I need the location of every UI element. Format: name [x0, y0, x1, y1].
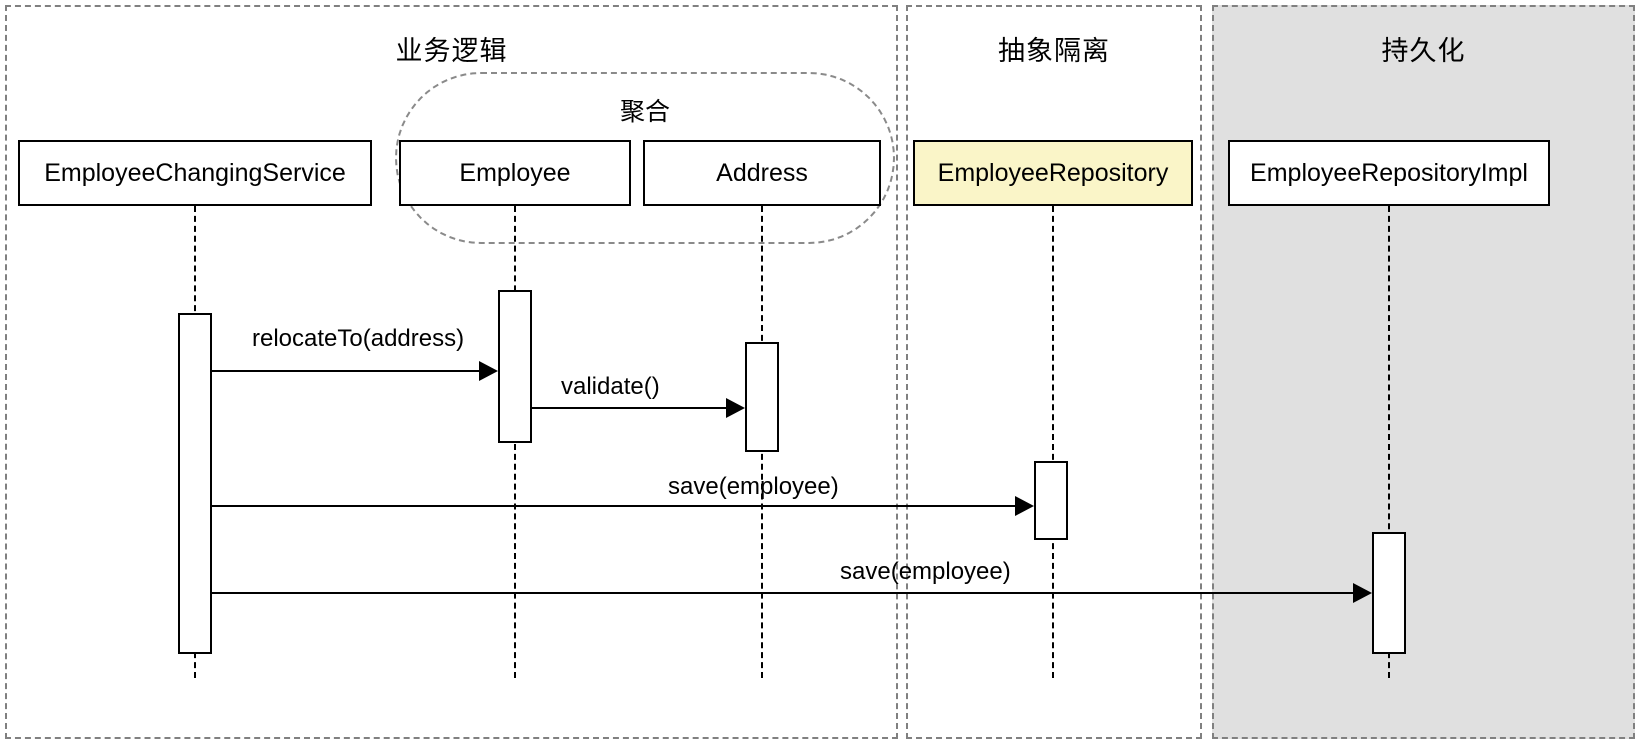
msg-relocate-to-line	[212, 370, 482, 372]
activation-service	[178, 313, 212, 654]
activation-employee	[498, 290, 532, 443]
activation-repository	[1034, 461, 1068, 540]
msg-save-repo-line	[212, 505, 1018, 507]
partition-persistence: 持久化	[1212, 5, 1635, 739]
msg-relocate-to-arrowhead	[479, 361, 498, 381]
lifeline-name-employee-repository: EmployeeRepository	[937, 158, 1169, 187]
lifeline-head-address[interactable]: Address	[643, 140, 881, 206]
lifeline-name-address: Address	[716, 158, 808, 187]
lifeline-name-employee-repository-impl: EmployeeRepositoryImpl	[1250, 158, 1528, 187]
lifeline-head-employee-repository-impl[interactable]: EmployeeRepositoryImpl	[1228, 140, 1550, 206]
msg-save-impl-label: save(employee)	[840, 558, 1011, 585]
aggregate-label: 聚合	[619, 98, 670, 126]
msg-save-repo-arrowhead	[1015, 496, 1034, 516]
msg-relocate-to-label: relocateTo(address)	[252, 325, 465, 352]
aggregate-frame: 聚合	[395, 72, 895, 244]
partition-title-business-logic: 业务逻辑	[395, 36, 508, 66]
msg-save-impl-line	[212, 592, 1356, 594]
lifeline-head-employee[interactable]: Employee	[399, 140, 631, 206]
lifeline-name-employee-changing-service: EmployeeChangingService	[44, 158, 346, 187]
partition-title-persistence: 持久化	[1381, 36, 1466, 66]
activation-repository-impl	[1372, 532, 1406, 654]
msg-validate-arrowhead	[726, 398, 745, 418]
lifeline-name-employee: Employee	[459, 158, 571, 187]
partition-abstraction: 抽象隔离	[906, 5, 1202, 739]
lifeline-employee-repository-impl	[1388, 206, 1390, 678]
msg-save-repo-label: save(employee)	[668, 473, 839, 500]
msg-validate-label: validate()	[561, 373, 660, 400]
lifeline-head-employee-changing-service[interactable]: EmployeeChangingService	[18, 140, 372, 206]
lifeline-employee-repository	[1052, 206, 1054, 678]
activation-address	[745, 342, 779, 452]
msg-save-impl-arrowhead	[1353, 583, 1372, 603]
lifeline-head-employee-repository[interactable]: EmployeeRepository	[913, 140, 1193, 206]
msg-validate-line	[532, 407, 729, 409]
partition-title-abstraction: 抽象隔离	[998, 36, 1110, 66]
